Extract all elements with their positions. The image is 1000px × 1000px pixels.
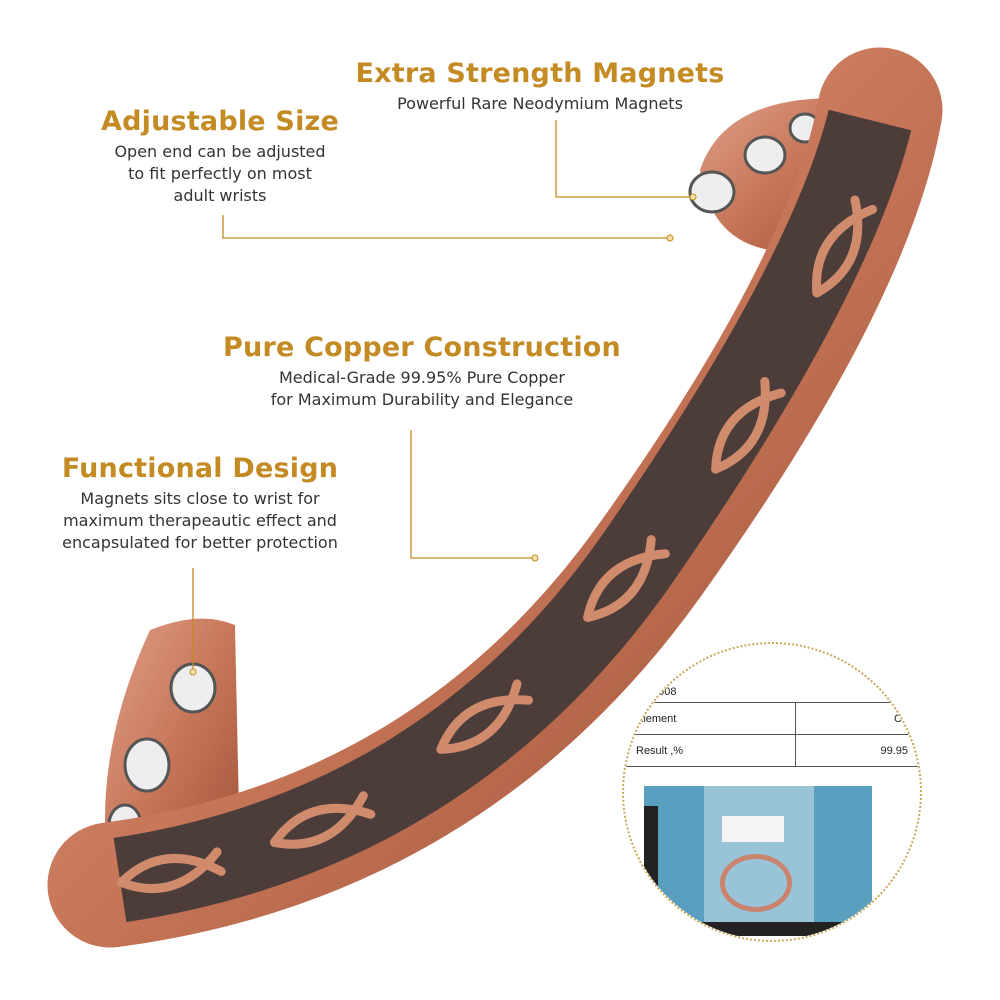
leader-line-magnets [555,120,693,198]
callout-title: Pure Copper Construction [223,332,621,363]
callout-extra-strength: Extra Strength Magnets Powerful Rare Neo… [340,58,740,115]
fish-motif-icon [116,847,226,893]
report-year: 2008 [652,686,677,698]
callout-adjustable: Adjustable Size Open end can be adjusted… [70,106,370,207]
callout-desc: Powerful Rare Neodymium Magnets [397,94,683,113]
fish-motif-icon [812,195,878,298]
leader-line-copper [410,430,535,559]
fish-motif-icon [711,376,786,474]
callout-title: Functional Design [61,453,339,484]
fish-motif-icon [269,791,376,849]
magnet-icon [688,170,736,214]
callout-title: Adjustable Size [101,106,339,137]
fish-motif-icon [583,535,670,622]
callout-functional: Functional Design Magnets sits close to … [40,453,360,554]
magnet-icon [123,737,171,793]
leader-line-adjustable [222,215,670,239]
magnet-icon [743,135,787,175]
fish-motif-icon [436,679,534,754]
sample-photo [644,786,872,936]
callout-pure-copper: Pure Copper Construction Medical-Grade 9… [222,332,622,411]
table-row: Result ,%99.95 [624,734,920,767]
callout-title: Extra Strength Magnets [355,58,725,89]
